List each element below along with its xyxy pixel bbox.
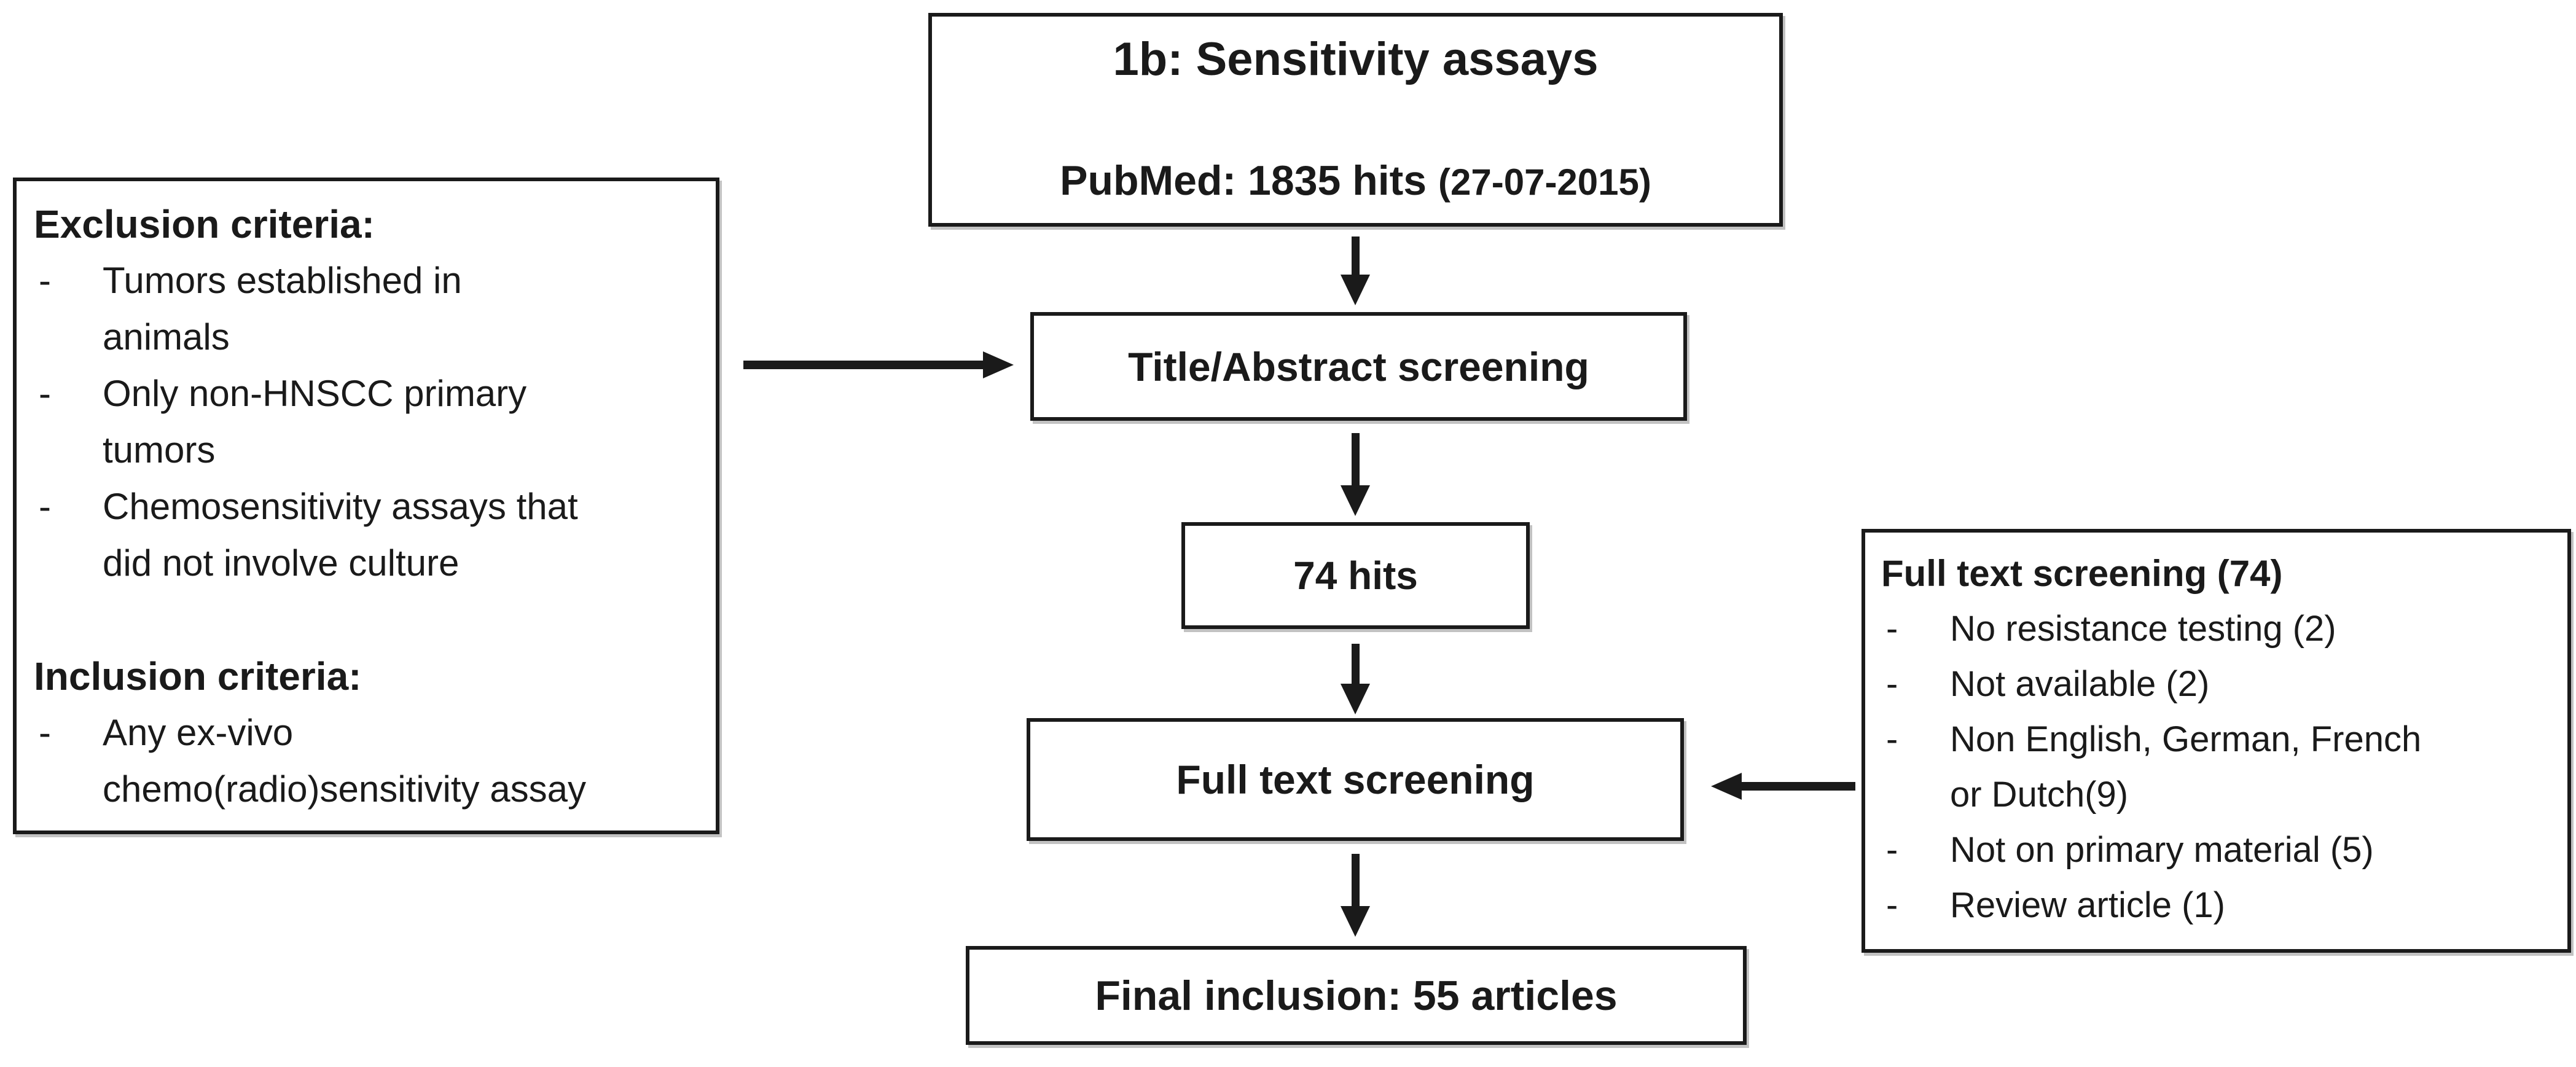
- arrow-head-left-icon: [1711, 773, 1742, 800]
- bullet-dash: -: [1886, 664, 1898, 704]
- arrow-shaft: [1351, 433, 1360, 485]
- sensitivity-assays-source-box: 1b: Sensitivity assays PubMed: 1835 hits…: [928, 13, 1783, 227]
- exclusion-item-text: Only non-HNSCC primary tumors: [103, 373, 527, 471]
- exclusion-criteria-header: Exclusion criteria:: [34, 202, 375, 246]
- arrow-head-down-icon: [1341, 485, 1370, 516]
- arrow-shaft: [1351, 854, 1360, 906]
- bullet-dash: -: [39, 486, 51, 527]
- full-text-screening-label: Full text screening: [1176, 757, 1535, 802]
- full-text-screening-reasons-header: Full text screening (74): [1881, 553, 2283, 594]
- down-arrow-hits-to-full-text: [1341, 644, 1370, 714]
- arrow-shaft: [1351, 236, 1360, 275]
- exclusion-item: - Only non-HNSCC primary tumors: [34, 365, 699, 479]
- screening-reason-item: - Not available (2): [1881, 657, 2553, 712]
- arrow-shaft: [743, 361, 983, 369]
- full-text-screening-reasons-box: Full text screening (74) - No resistance…: [1862, 529, 2571, 953]
- arrow-head-down-icon: [1341, 275, 1370, 305]
- left-arrow-reasons-to-full-text: [1711, 773, 1855, 800]
- final-inclusion-box: Final inclusion: 55 articles: [966, 946, 1747, 1045]
- inclusion-criteria-header: Inclusion criteria:: [34, 654, 362, 698]
- bullet-dash: -: [39, 373, 51, 414]
- bullet-dash: -: [39, 712, 51, 753]
- screening-reason-text: Review article (1): [1950, 885, 2225, 925]
- screening-reason-item: - Non English, German, French or Dutch(9…: [1881, 712, 2553, 823]
- bullet-dash: -: [1886, 609, 1898, 649]
- hits-box: 74 hits: [1181, 522, 1530, 629]
- right-arrow-criteria-to-title-abstract: [743, 351, 1014, 378]
- bullet-dash: -: [1886, 719, 1898, 759]
- arrow-head-right-icon: [983, 351, 1014, 378]
- bullet-dash: -: [1886, 885, 1898, 925]
- down-arrow-title-abstract-to-hits: [1341, 433, 1370, 516]
- title-abstract-screening-label: Title/Abstract screening: [1128, 343, 1589, 389]
- arrow-head-down-icon: [1341, 684, 1370, 714]
- down-arrow-full-text-to-final: [1341, 854, 1370, 937]
- screening-reason-text: Not available (2): [1950, 664, 2210, 704]
- bullet-dash: -: [39, 260, 51, 301]
- bullet-dash: -: [1886, 830, 1898, 870]
- screening-reason-item: - Review article (1): [1881, 878, 2553, 933]
- pubmed-hits-text: PubMed: 1835 hits: [1060, 157, 1439, 204]
- screening-reason-item: - Not on primary material (5): [1881, 823, 2553, 878]
- exclusion-item-text: Tumors established in animals: [103, 260, 462, 358]
- arrow-shaft: [1351, 644, 1360, 684]
- arrow-head-down-icon: [1341, 906, 1370, 937]
- inclusion-item: - Any ex-vivo chemo(radio)sensitivity as…: [34, 705, 699, 818]
- criteria-box: Exclusion criteria: - Tumors established…: [13, 178, 719, 834]
- title-abstract-screening-box: Title/Abstract screening: [1030, 312, 1687, 421]
- inclusion-item-text: Any ex-vivo chemo(radio)sensitivity assa…: [103, 712, 586, 810]
- search-date: (27-07-2015): [1438, 162, 1651, 203]
- arrow-shaft: [1742, 782, 1855, 791]
- exclusion-item-text: Chemosensitivity assays that did not inv…: [103, 486, 578, 584]
- exclusion-item: - Chemosensitivity assays that did not i…: [34, 479, 699, 592]
- screening-reason-text: Not on primary material (5): [1950, 830, 2374, 870]
- screening-reason-text: No resistance testing (2): [1950, 609, 2336, 649]
- hits-label: 74 hits: [1293, 553, 1418, 598]
- screening-reason-text: Non English, German, French or Dutch(9): [1950, 719, 2422, 815]
- down-arrow-source-to-title-abstract: [1341, 236, 1370, 305]
- diagram-title: 1b: Sensitivity assays: [1113, 33, 1599, 85]
- final-inclusion-label: Final inclusion: 55 articles: [1095, 972, 1618, 1019]
- screening-reason-item: - No resistance testing (2): [1881, 601, 2553, 657]
- exclusion-item: - Tumors established in animals: [34, 252, 699, 365]
- full-text-screening-box: Full text screening: [1027, 718, 1684, 841]
- pubmed-hits-line: PubMed: 1835 hits (27-07-2015): [1060, 157, 1651, 205]
